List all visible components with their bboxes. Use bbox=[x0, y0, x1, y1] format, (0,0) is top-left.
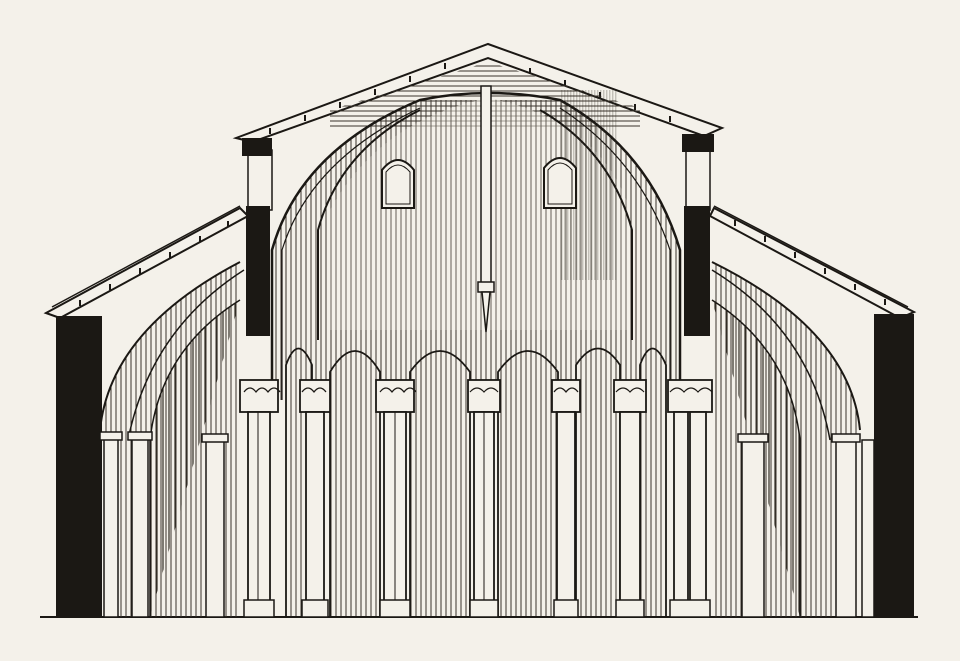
central-nave bbox=[232, 42, 725, 618]
aisle-column bbox=[103, 437, 119, 618]
right-aisle bbox=[708, 205, 917, 618]
right-upper-pier bbox=[684, 206, 710, 336]
nave-column bbox=[667, 379, 713, 618]
aisle-column bbox=[741, 439, 765, 618]
aisle-column bbox=[131, 437, 149, 618]
nave-column bbox=[299, 379, 331, 618]
nave-colonnade bbox=[239, 379, 713, 618]
aisle-column bbox=[835, 439, 857, 618]
nave-column bbox=[613, 379, 647, 618]
king-post bbox=[477, 85, 495, 333]
nave-column bbox=[551, 379, 581, 618]
left-upper-pier bbox=[246, 206, 270, 336]
nave-column bbox=[375, 379, 415, 618]
right-outer-pier bbox=[874, 314, 914, 617]
nave-column bbox=[467, 379, 501, 618]
left-aisle bbox=[43, 205, 250, 618]
aisle-column bbox=[205, 439, 225, 618]
aisle-column bbox=[861, 439, 875, 618]
left-outer-pier bbox=[56, 316, 102, 617]
round-window-right bbox=[543, 157, 577, 209]
nave-column bbox=[239, 379, 279, 618]
round-window-left bbox=[381, 159, 415, 209]
